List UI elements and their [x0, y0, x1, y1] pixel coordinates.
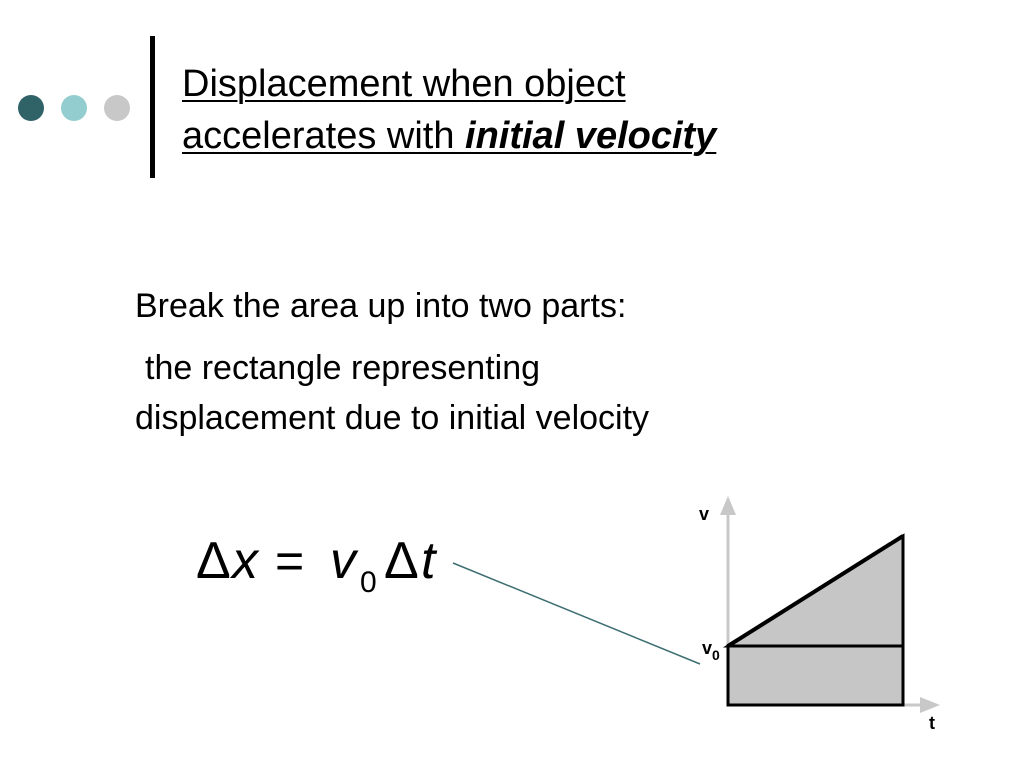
decor-dot-gray	[104, 95, 130, 121]
title-line2-prefix: accelerates with	[182, 115, 466, 157]
eq-x: x	[229, 532, 260, 590]
eq-delta-1: Δ	[196, 532, 231, 590]
eq-v: v	[330, 532, 359, 590]
v0-subscript: 0	[712, 647, 720, 663]
velocity-time-graph: v t v 0	[699, 496, 940, 733]
connector-line	[452, 562, 701, 665]
body-line-2: the rectangle representing	[145, 349, 541, 387]
title-line1: Displacement when object	[182, 63, 626, 105]
displacement-equation: Δ x = v 0 Δ t	[196, 532, 438, 599]
decor-dot-dark	[18, 95, 44, 121]
eq-equals: =	[275, 533, 304, 589]
eq-t: t	[421, 532, 438, 590]
eq-subscript-0: 0	[360, 566, 377, 599]
y-axis-arrow-icon	[720, 496, 736, 515]
y-axis-label: v	[699, 504, 709, 524]
decor-dot-teal	[61, 95, 87, 121]
x-axis-label: t	[929, 713, 935, 733]
eq-delta-2: Δ	[384, 532, 419, 590]
body-line-1: Break the area up into two parts:	[135, 287, 627, 325]
slide-title: Displacement when object accelerates wit…	[182, 58, 716, 162]
title-emphasis: initial velocity	[465, 115, 717, 157]
title-divider-bar	[150, 36, 155, 178]
x-axis-arrow-icon	[920, 697, 940, 713]
body-line-3: displacement due to initial velocity	[135, 399, 650, 437]
initial-velocity-rectangle	[726, 644, 905, 707]
v0-label: v	[702, 638, 712, 658]
velocity-line	[726, 534, 905, 648]
